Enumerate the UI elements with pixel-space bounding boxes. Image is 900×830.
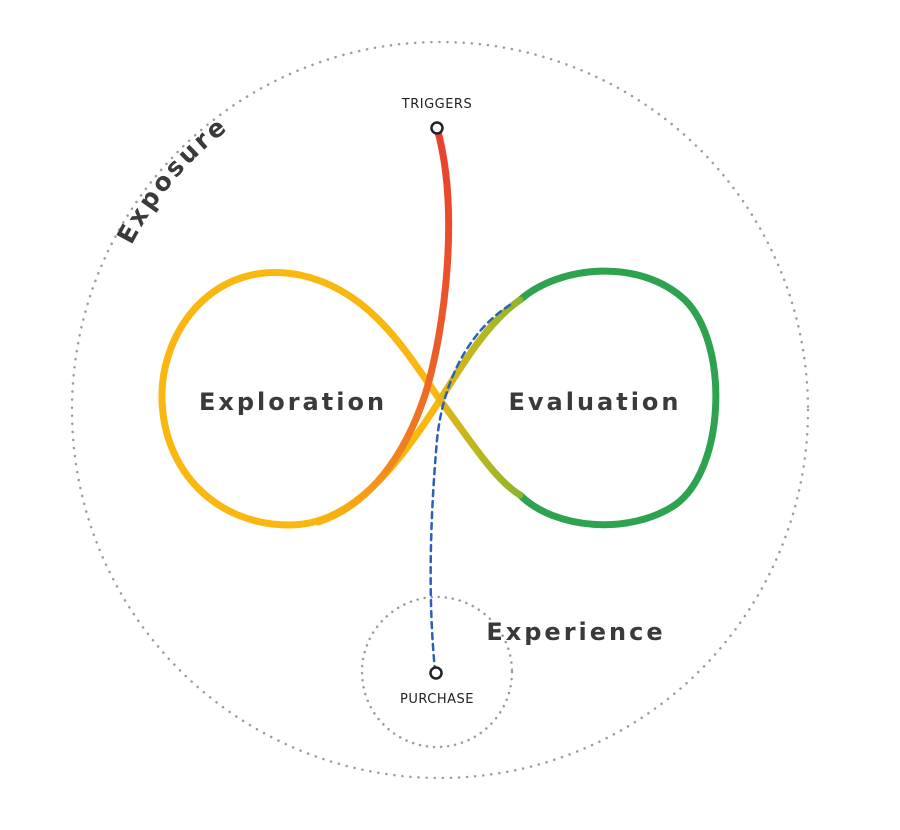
evaluation-loop [516,267,720,529]
trigger-path [314,124,453,526]
purchase-label: PURCHASE [400,692,474,707]
purchase-node [429,666,443,680]
purchase-path [429,303,512,672]
crossing-strand-upper [436,296,524,404]
trigger-node [430,121,444,135]
crossing-strand-lower [436,396,524,499]
triggers-label: TRIGGERS [401,97,472,112]
exposure-circle [70,40,810,780]
experience-circle [360,595,514,749]
exposure-label: Exposure [111,110,233,248]
experience-label: Experience [486,618,665,646]
evaluation-label: Evaluation [508,388,681,416]
exploration-label: Exploration [199,388,387,416]
